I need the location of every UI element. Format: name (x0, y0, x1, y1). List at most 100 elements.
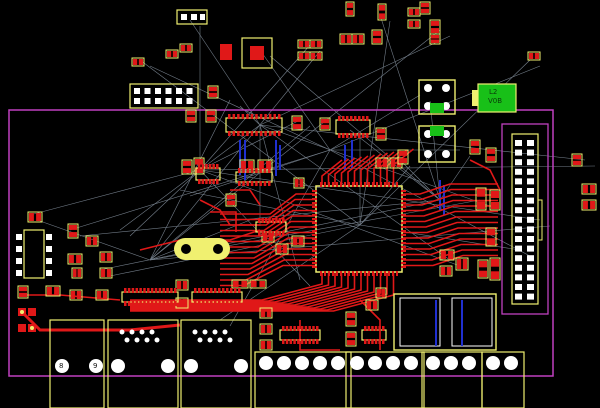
mcu-pin (401, 258, 406, 260)
component-pad (263, 233, 268, 241)
top-trace (130, 272, 323, 301)
ic-pin (358, 133, 361, 138)
component-silk (85, 235, 99, 247)
ic-pin (250, 181, 254, 186)
mcu-pin (312, 214, 317, 216)
ic-pin (208, 179, 212, 184)
connector-pin (515, 159, 522, 166)
ic-pin (230, 288, 233, 293)
mcu-pin (401, 218, 406, 220)
ic-pin (273, 114, 276, 119)
connector-pin (515, 216, 522, 223)
ic-pin (255, 131, 258, 136)
ic-pin (304, 326, 308, 331)
component-silk (485, 147, 497, 163)
ic-body (235, 171, 273, 183)
jack-mount (161, 359, 175, 373)
top-trace (347, 155, 369, 186)
mcu-pin (312, 218, 317, 220)
component-pad (311, 53, 316, 59)
smd-component (67, 223, 79, 239)
ic-pin (308, 339, 311, 344)
component-silk (99, 267, 113, 279)
ic-pin (312, 326, 315, 331)
component-pad (373, 38, 381, 43)
ic-pin (232, 114, 236, 119)
component-pad (529, 53, 534, 59)
ic-pin (264, 231, 268, 236)
ic-pin (293, 339, 296, 344)
soic-ic (191, 288, 243, 306)
mcu-pin (401, 262, 406, 264)
component-pad (377, 129, 385, 134)
mcu-pin (312, 238, 317, 240)
connector-pin (515, 188, 522, 194)
ic-pin (374, 326, 378, 331)
left-dip-ic (16, 229, 52, 279)
connector-pin (527, 197, 534, 204)
ic-pin (232, 131, 236, 136)
mcu-pin (356, 182, 358, 187)
component-pad (29, 213, 34, 221)
component-pad (341, 35, 346, 43)
mcu-pin (320, 271, 322, 276)
ratsnest-line (129, 169, 201, 237)
mcu-pin (401, 222, 406, 224)
jack-body (107, 319, 179, 408)
component-silk (365, 299, 379, 311)
smd-component (259, 339, 273, 351)
jack-pin (197, 337, 203, 343)
component-pad (295, 179, 299, 187)
smd-component (407, 19, 421, 29)
jack-pin (55, 359, 69, 373)
smd-component (375, 127, 387, 141)
ic-pin (166, 288, 169, 293)
mcu-pin (312, 250, 317, 252)
voltage-regulator (220, 37, 273, 69)
smd-component (439, 265, 453, 277)
ic-pin (127, 288, 131, 293)
tactile-switch-top (418, 79, 456, 115)
ic-pin (255, 168, 258, 173)
component-pad (261, 309, 266, 317)
ic-pin (226, 288, 229, 293)
ic-pin (246, 168, 250, 173)
mcu-pin (312, 222, 317, 224)
component-pad (71, 291, 76, 299)
connector-outline-right (501, 123, 549, 315)
ic-pin (150, 288, 154, 293)
top-trace (220, 193, 316, 215)
smd-component (95, 289, 109, 301)
ic-pin (263, 168, 267, 173)
ic-pin (205, 164, 208, 169)
module-label-line1: L2 (489, 88, 498, 96)
component-silk (249, 279, 267, 289)
ic-pin (139, 301, 142, 306)
top-trace (220, 253, 316, 276)
ic-pin (135, 288, 139, 293)
component-pad (268, 233, 273, 241)
mcu-pin (348, 271, 350, 276)
mcu-pin (396, 271, 398, 276)
ic-pin (289, 326, 293, 331)
terminal-body (345, 351, 425, 408)
pad (28, 308, 36, 316)
component-pad (293, 124, 301, 129)
component-silk (375, 287, 387, 299)
mcu-pin (312, 230, 317, 232)
component-pad (491, 271, 499, 279)
mcu-pin (340, 182, 342, 187)
ratsnest-line (199, 44, 311, 171)
smd-component (375, 157, 389, 169)
terminal-pin (368, 356, 382, 370)
component-pad (261, 325, 266, 333)
mcu-pin (372, 271, 374, 276)
terminal-block (481, 351, 525, 408)
component-silk (179, 43, 193, 53)
component-silk (259, 307, 273, 319)
ic-pin (282, 218, 285, 223)
jack-pin (149, 329, 155, 335)
ratsnest-line (399, 159, 441, 201)
smd-component (69, 289, 83, 301)
top-trace (402, 210, 498, 223)
